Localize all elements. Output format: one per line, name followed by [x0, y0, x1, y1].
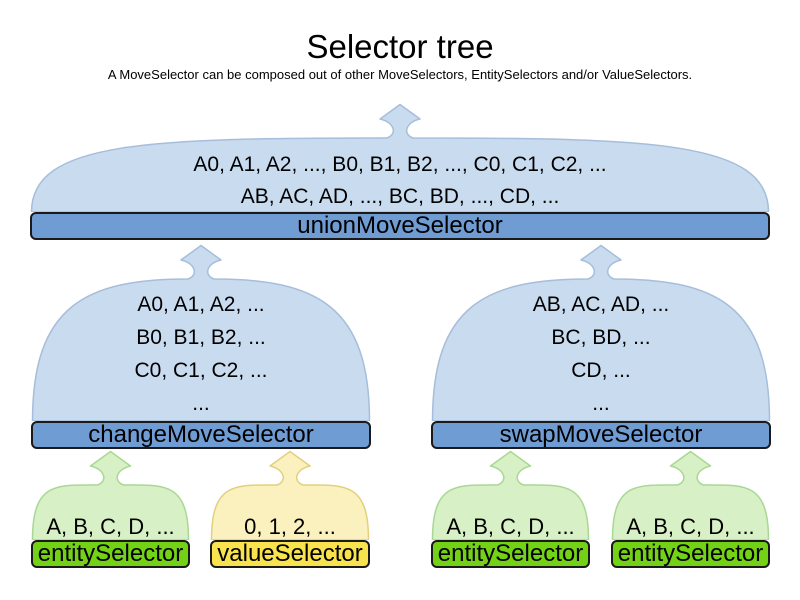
node-entity-selector-3: A, B, C, D, ... entitySelector [611, 450, 770, 568]
change-move-selector-bar: changeMoveSelector [31, 421, 371, 449]
selection-line: CD, ... [571, 359, 631, 382]
union-move-selector-bar: unionMoveSelector [30, 212, 770, 240]
node-union-move-selector: A0, A1, A2, ..., B0, B1, B2, ..., C0, C1… [30, 103, 770, 240]
node-value-selector: 0, 1, 2, ... valueSelector [210, 450, 370, 568]
selection-line: A0, A1, A2, ..., B0, B1, B2, ..., C0, C1… [193, 153, 607, 176]
entity1-selection-list: A, B, C, D, ... [31, 514, 190, 539]
change-selection-list: A0, A1, A2, ... B0, B1, B2, ... C0, C1, … [31, 288, 371, 420]
swap-balloon-arrow-shape [431, 244, 771, 421]
selection-line: AB, AC, AD, ..., BC, BD, ..., CD, ... [240, 185, 560, 208]
union-selection-list: A0, A1, A2, ..., B0, B1, B2, ..., C0, C1… [30, 149, 770, 213]
selection-line: AB, AC, AD, ... [532, 293, 670, 316]
entity1-balloon-arrow-shape [31, 450, 190, 540]
swap-selection-list: AB, AC, AD, ... BC, BD, ... CD, ... ... [431, 288, 771, 420]
selection-line: C0, C1, C2, ... [134, 359, 268, 382]
selection-line: ... [192, 392, 210, 415]
diagram-subtitle: A MoveSelector can be composed out of ot… [107, 67, 693, 82]
selection-line: A, B, C, D, ... [446, 514, 575, 539]
node-swap-move-selector: AB, AC, AD, ... BC, BD, ... CD, ... ... … [431, 244, 771, 449]
selection-line: A0, A1, A2, ... [137, 293, 265, 316]
value-selector-bar: valueSelector [210, 540, 370, 568]
node-change-move-selector: A0, A1, A2, ... B0, B1, B2, ... C0, C1, … [31, 244, 371, 449]
entity2-selection-list: A, B, C, D, ... [431, 514, 590, 539]
value-balloon-arrow-shape [210, 450, 370, 540]
selection-line: ... [592, 392, 610, 415]
node-entity-selector-1: A, B, C, D, ... entitySelector [31, 450, 190, 568]
entity3-selection-list: A, B, C, D, ... [611, 514, 770, 539]
selection-line: A, B, C, D, ... [46, 514, 175, 539]
diagram-title: Selector tree [306, 28, 494, 65]
selection-line: B0, B1, B2, ... [136, 326, 266, 349]
node-entity-selector-2: A, B, C, D, ... entitySelector [431, 450, 590, 568]
entity-selector-bar-1: entitySelector [31, 540, 190, 568]
entity3-balloon-arrow-shape [611, 450, 770, 540]
selection-line: A, B, C, D, ... [626, 514, 755, 539]
entity-selector-bar-2: entitySelector [431, 540, 590, 568]
swap-move-selector-bar: swapMoveSelector [431, 421, 771, 449]
entity2-balloon-arrow-shape [431, 450, 590, 540]
selection-line: BC, BD, ... [551, 326, 651, 349]
change-balloon-arrow-shape [31, 244, 371, 421]
union-balloon-arrow-shape [30, 103, 770, 212]
selection-line: 0, 1, 2, ... [244, 514, 336, 539]
entity-selector-bar-3: entitySelector [611, 540, 770, 568]
value-selection-list: 0, 1, 2, ... [210, 514, 370, 539]
